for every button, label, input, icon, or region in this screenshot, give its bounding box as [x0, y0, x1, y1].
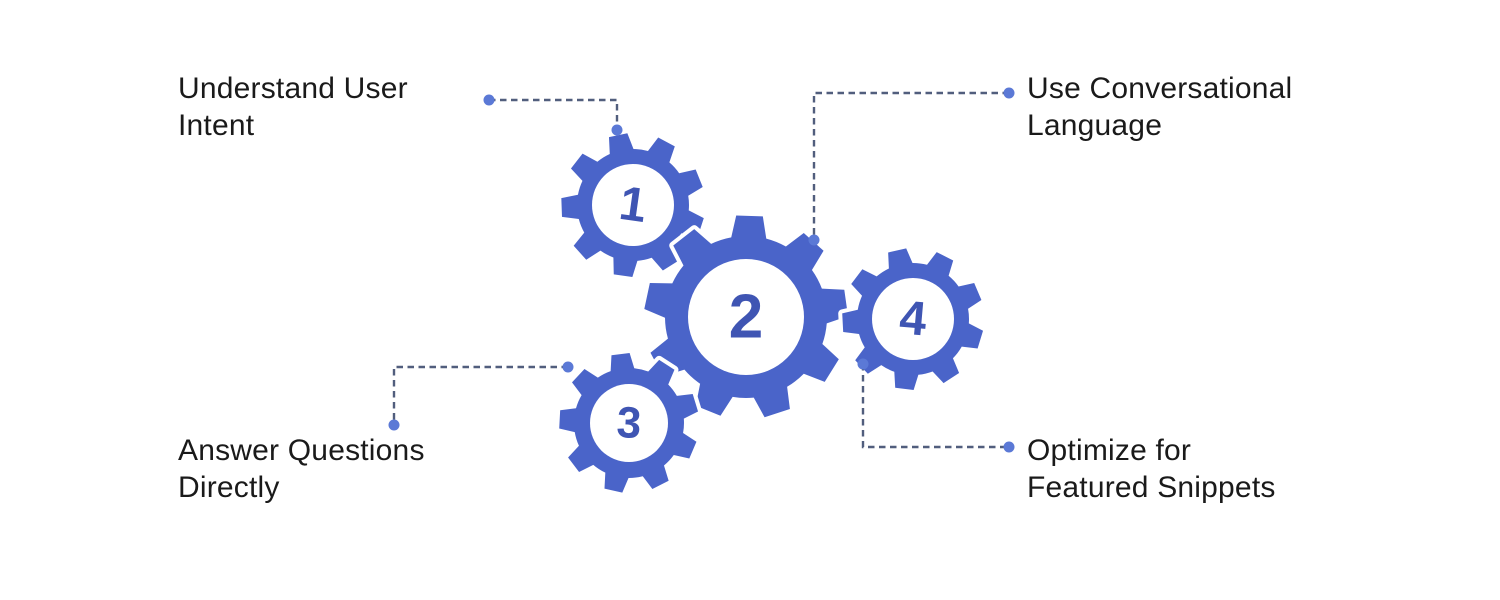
- gear-3-hub: [590, 384, 668, 462]
- connector-step-1-line: [489, 98, 619, 129]
- gear-1-hub: [592, 164, 674, 246]
- connector-step-2-dot: [1003, 87, 1015, 99]
- gear-3-number: 3: [615, 398, 642, 448]
- connector-step-4-dot: [1003, 441, 1015, 453]
- connector-step-1: [483, 94, 623, 136]
- connector-step-3-line: [392, 365, 568, 424]
- gear-1: 1: [557, 129, 708, 281]
- connector-step-3-dot: [388, 419, 400, 431]
- connector-step-1-dot: [611, 124, 623, 136]
- step-label-3: Answer Questions Directly: [178, 434, 425, 504]
- gear-4-hub: [872, 278, 954, 360]
- step-label-1: Understand User Intent: [178, 72, 408, 142]
- connector-step-4: [857, 358, 1015, 453]
- connector-step-3-dot: [562, 361, 574, 373]
- connector-step-3: [388, 361, 574, 431]
- step-label-2: Use Conversational Language: [1027, 72, 1293, 142]
- gear-2: 2: [640, 211, 852, 422]
- gear-2-hub: [688, 259, 804, 375]
- step-label-4: Optimize for Featured Snippets: [1027, 434, 1276, 504]
- gear-4-number: 4: [897, 291, 929, 346]
- connector-step-2-line: [812, 91, 1009, 239]
- gear-4: 4: [838, 244, 988, 394]
- connector-step-4-dot: [857, 358, 869, 370]
- gear-2-number: 2: [729, 283, 763, 352]
- gear-3: 3: [555, 349, 703, 497]
- connector-step-4-line: [861, 364, 1008, 449]
- connector-step-2: [808, 87, 1015, 246]
- connector-step-1-dot: [483, 94, 495, 106]
- connector-step-2-dot: [808, 234, 820, 246]
